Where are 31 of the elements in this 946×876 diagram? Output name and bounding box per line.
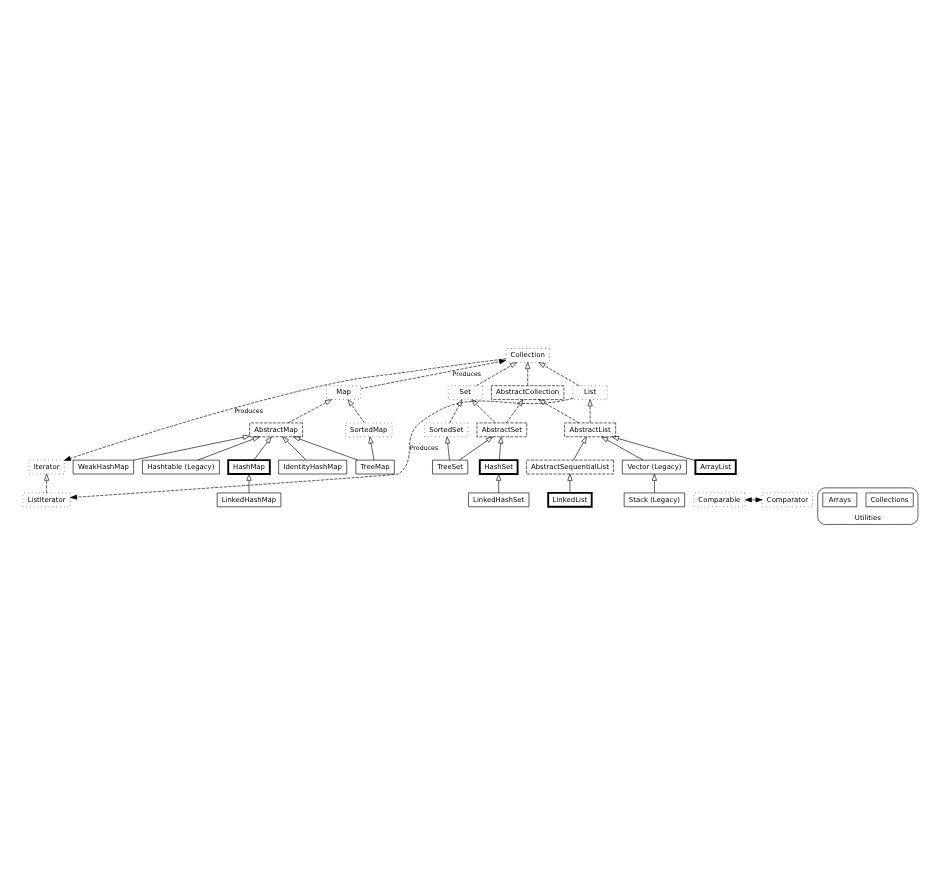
arrow xyxy=(246,472,252,493)
arrow xyxy=(471,398,496,423)
arrow xyxy=(368,435,375,460)
arrow xyxy=(496,472,502,493)
arrow xyxy=(601,435,644,460)
arrow xyxy=(360,358,507,388)
arrow xyxy=(287,398,332,423)
arrow xyxy=(445,435,451,460)
arrow xyxy=(347,398,365,423)
arrow xyxy=(538,398,580,423)
arrow xyxy=(253,435,272,460)
arrow xyxy=(133,433,250,460)
arrow xyxy=(744,496,763,502)
arrow xyxy=(498,435,504,460)
arrow xyxy=(573,435,587,460)
arrow xyxy=(506,398,524,423)
arrow xyxy=(64,357,507,460)
arrow xyxy=(44,472,50,493)
arrow xyxy=(611,435,696,460)
arrow xyxy=(525,361,531,385)
arrow xyxy=(587,398,593,423)
arrow xyxy=(70,397,574,499)
arrow xyxy=(449,398,463,423)
arrow xyxy=(476,361,517,385)
arrow xyxy=(538,361,580,385)
arrow xyxy=(282,435,307,460)
arrow xyxy=(197,435,260,460)
arrow xyxy=(459,435,493,460)
arrow xyxy=(567,472,573,493)
arrow xyxy=(651,472,657,493)
arrow xyxy=(293,435,358,460)
